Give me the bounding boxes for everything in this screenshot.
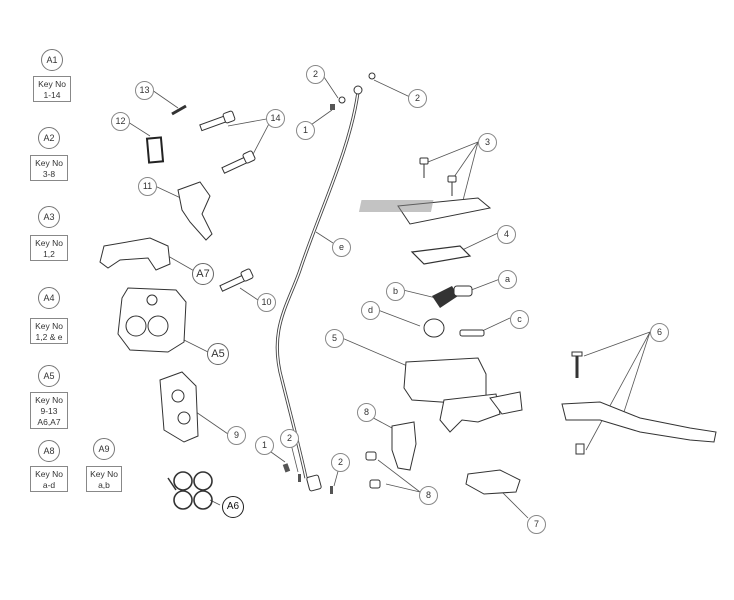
callout-7: 7 (527, 515, 546, 534)
callout-A5: A5 (207, 343, 229, 365)
kit-A5-key-items: 9-13 (40, 406, 58, 416)
kit-A5-key-label: Key No (35, 395, 63, 405)
callout-e: e (332, 238, 351, 257)
kit-A5-badge: A5 (38, 365, 60, 387)
kit-A9-key-box: Key No a,b (86, 466, 122, 492)
callout-9: 9 (227, 426, 246, 445)
kit-A3-key-box: Key No 1,2 (30, 235, 68, 261)
callout-13: 13 (135, 81, 154, 100)
kit-A2-key-items: 3-8 (42, 169, 56, 179)
callout-2-bottom-left: 2 (280, 429, 299, 448)
kit-A3-key-label: Key No (35, 238, 63, 248)
kit-A5-key-box: Key No 9-13 A6,A7 (30, 392, 68, 429)
kit-A1-key-items: 1-14 (43, 90, 61, 100)
kit-A2-key-box: Key No 3-8 (30, 155, 68, 181)
callout-14: 14 (266, 109, 285, 128)
callout-12: 12 (111, 112, 130, 131)
callout-2-top-right: 2 (408, 89, 427, 108)
kit-A4-badge: A4 (38, 287, 60, 309)
callout-1-bottom: 1 (255, 436, 274, 455)
kit-A9-key-items: a,b (98, 480, 110, 490)
kit-A5-key-items-line2: A6,A7 (37, 417, 61, 427)
callout-c: c (510, 310, 529, 329)
kit-A4-key-label: Key No (35, 321, 63, 331)
kit-A1-key-box: Key No 1-14 (33, 76, 71, 102)
kit-A8-badge: A8 (38, 440, 60, 462)
callout-A7: A7 (192, 263, 214, 285)
callout-3: 3 (478, 133, 497, 152)
callout-10: 10 (257, 293, 276, 312)
kit-A8-key-items: a-d (42, 480, 56, 490)
kit-A2-key-label: Key No (35, 158, 63, 168)
kit-A8-key-box: Key No a-d (30, 466, 68, 492)
callout-b: b (386, 282, 405, 301)
kit-A3-key-items: 1,2 (43, 249, 55, 259)
kit-A9-key-label: Key No (90, 469, 118, 479)
callout-2-bottom-right: 2 (331, 453, 350, 472)
callout-8-top: 8 (357, 403, 376, 422)
callout-1-top: 1 (296, 121, 315, 140)
kit-A1-badge: A1 (41, 49, 63, 71)
callout-8-bottom: 8 (419, 486, 438, 505)
callout-A6: A6 (222, 496, 244, 518)
kit-A9-badge: A9 (93, 438, 115, 460)
callout-11: 11 (138, 177, 157, 196)
callout-5: 5 (325, 329, 344, 348)
kit-A8-key-label: Key No (35, 469, 63, 479)
callout-4: 4 (497, 225, 516, 244)
kit-A4-key-box: Key No 1,2 & e (30, 318, 68, 344)
kit-A2-badge: A2 (38, 127, 60, 149)
callout-6: 6 (650, 323, 669, 342)
kit-A3-badge: A3 (38, 206, 60, 228)
callout-2-top-left: 2 (306, 65, 325, 84)
kit-A1-key-label: Key No (38, 79, 66, 89)
kit-A4-key-items: 1,2 & e (35, 332, 63, 342)
callout-a: a (498, 270, 517, 289)
callout-d: d (361, 301, 380, 320)
